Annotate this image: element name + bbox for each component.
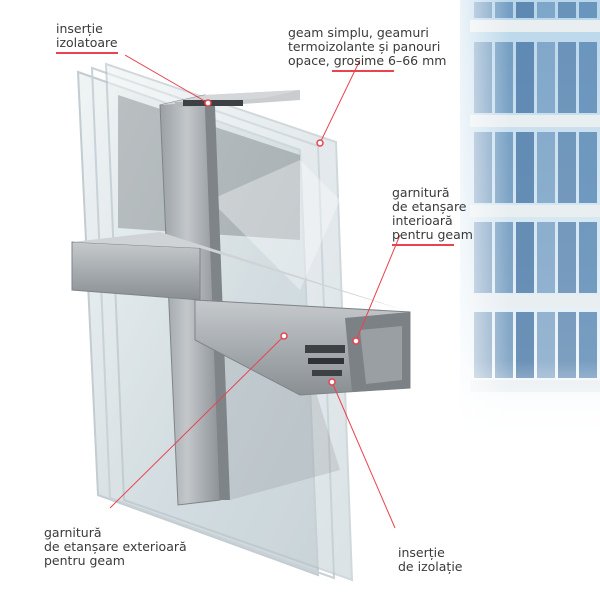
label-accent-bar xyxy=(332,70,394,72)
building-window xyxy=(516,42,534,113)
building-window xyxy=(558,2,576,18)
building-window xyxy=(579,42,597,113)
building-window xyxy=(558,42,576,113)
label-accent-bar xyxy=(56,52,118,54)
point-garnitura-exterioara xyxy=(280,332,288,340)
building-window xyxy=(537,2,555,18)
point-insertie-izolatoare xyxy=(204,99,212,107)
building-window xyxy=(516,222,534,293)
leader-lines xyxy=(109,54,401,529)
point-garnitura-interioara xyxy=(352,337,360,345)
point-insertie-izolatie xyxy=(328,378,336,386)
label-insertie-izolatoare: inserție izolatoare xyxy=(56,8,118,68)
point-geam xyxy=(316,139,324,147)
building-window xyxy=(579,2,597,18)
vertical-mullion xyxy=(159,90,300,506)
building-window xyxy=(579,222,597,293)
building-window xyxy=(516,132,534,203)
gasket-details xyxy=(183,100,345,376)
building-window xyxy=(537,222,555,293)
building-window xyxy=(516,2,534,18)
building-window xyxy=(558,222,576,293)
label-insertie-izolatie-text: inserție de izolație xyxy=(398,545,463,574)
building-window xyxy=(537,42,555,113)
building-background xyxy=(440,0,600,450)
label-garnitura-exterioara-text: garnitură de etanșare exterioară pentru … xyxy=(44,525,187,568)
leader-points xyxy=(204,99,360,386)
building-window xyxy=(579,132,597,203)
label-insertie-izolatoare-text: inserție izolatoare xyxy=(56,21,118,50)
label-garnitura-exterioara: garnitură de etanșare exterioară pentru … xyxy=(44,512,187,568)
label-garnitura-interioara: garnitură de etanșare interioară pentru … xyxy=(392,172,473,260)
label-accent-bar xyxy=(392,244,454,246)
building-window xyxy=(558,132,576,203)
horizontal-transom xyxy=(71,232,411,396)
building-window xyxy=(537,132,555,203)
label-geam-text: geam simplu, geamuri termoizolante și pa… xyxy=(288,25,447,68)
label-garnitura-interioara-text: garnitură de etanșare interioară pentru … xyxy=(392,185,473,242)
label-insertie-izolatie: inserție de izolație xyxy=(398,532,462,574)
label-geam: geam simplu, geamuri termoizolante și pa… xyxy=(288,12,446,86)
